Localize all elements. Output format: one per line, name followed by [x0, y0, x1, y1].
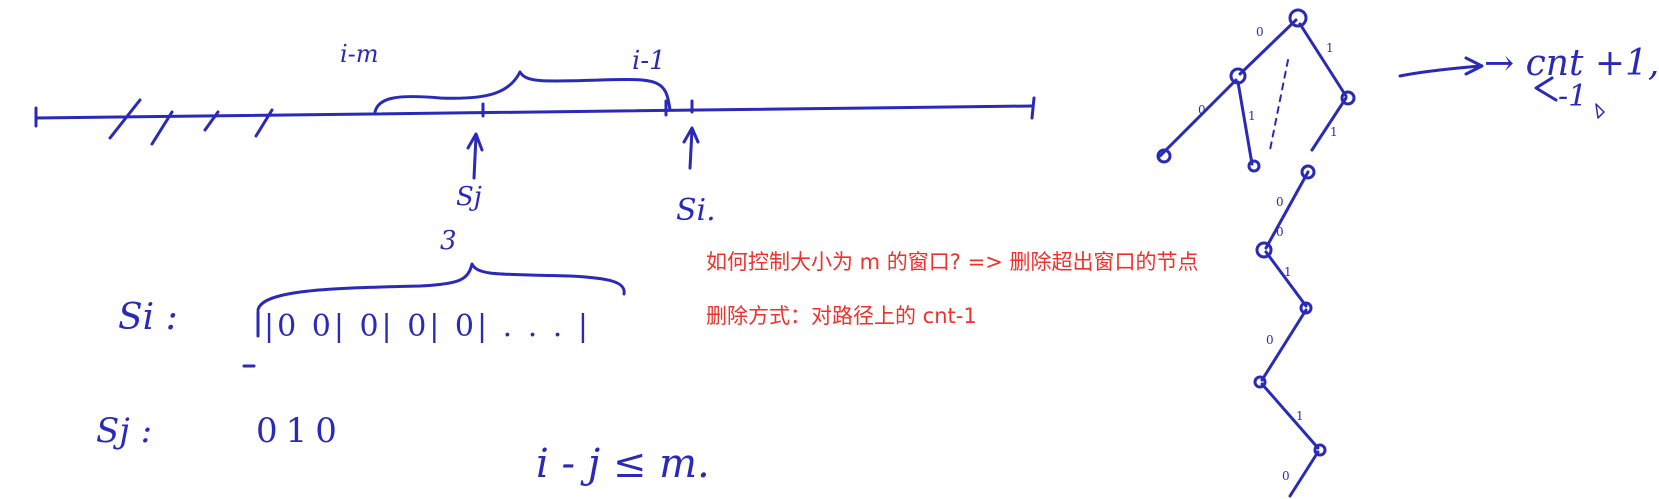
trie-edge [1264, 170, 1310, 250]
annotation-delete-method: 删除方式：对路径上的 cnt-1 [706, 304, 977, 328]
trie-edge [1288, 450, 1320, 498]
trie-node [1247, 159, 1261, 173]
trie-node [1299, 301, 1313, 315]
si-arrow [682, 126, 700, 170]
trie-node [1288, 8, 1308, 28]
trie-edge [1298, 22, 1348, 98]
trie-edge-label: 0 [1266, 333, 1274, 347]
trie-node [1255, 241, 1273, 259]
window-constraint: i - j ≤ m. [536, 441, 710, 487]
trie-edge [1264, 250, 1308, 308]
trie-node [1229, 67, 1247, 85]
trie-edge-label: 1 [1296, 409, 1304, 423]
cursor-mark [1595, 103, 1605, 119]
number-line [34, 104, 1034, 120]
hatch-mark [203, 110, 220, 132]
hatch-mark [150, 110, 174, 146]
si-bit-string: |0 0| 0| 0| 0| . . . | [264, 309, 591, 344]
trie-edge [1260, 308, 1308, 382]
trie-node [1300, 164, 1316, 180]
trie-edge-label: 0 [1256, 25, 1264, 39]
label-si-row: Si : [118, 297, 178, 338]
trie-edge-label: 1 [1326, 41, 1334, 55]
trie-edge [1310, 96, 1348, 152]
window-brace [373, 70, 672, 114]
trie-edge [1238, 18, 1298, 76]
trie-edge [1236, 80, 1254, 166]
cnt-minus-arrow [1534, 76, 1558, 102]
label-cnt-plus: → cnt +1, [1484, 43, 1659, 84]
label-cnt-minus: -1 [1558, 79, 1588, 114]
trie-node [1253, 375, 1267, 389]
label-i-minus-1: i-1 [632, 46, 666, 76]
number-line-right-tick [1030, 96, 1036, 120]
trie-node [1340, 90, 1356, 106]
annotation-window-question: 如何控制大小为 m 的窗口? => 删除超出窗口的节点 [706, 250, 1199, 274]
trie-edge-label: 1 [1330, 125, 1338, 139]
bits-brace [256, 262, 626, 312]
cnt-arrow [1398, 56, 1484, 78]
label-si: Si. [676, 193, 716, 228]
trie-edge-label: 0 [1276, 195, 1284, 209]
sj-arrow [466, 132, 484, 180]
trie-edge-label: 1 [1284, 265, 1292, 279]
trie-edge-label: 0 [1198, 103, 1206, 117]
trie-edge-dashed [1269, 59, 1289, 151]
label-sj: Sj [456, 182, 482, 212]
sj-bit-string: 010 [256, 411, 345, 451]
trie-node [1156, 148, 1172, 164]
trie-edge-label: 1 [1248, 109, 1256, 123]
trie-node [1313, 443, 1327, 457]
trie-edge [1158, 78, 1238, 158]
trie-edge [1260, 382, 1320, 450]
label-i-minus-m: i-m [340, 40, 379, 68]
trie-edge-label: 0 [1282, 469, 1290, 483]
trie-edge-label: 0 [1276, 225, 1284, 239]
label-sj-row: Sj : [96, 411, 153, 451]
label-three: 3 [440, 226, 457, 256]
hatch-mark [108, 98, 142, 140]
hatch-mark [254, 108, 274, 138]
